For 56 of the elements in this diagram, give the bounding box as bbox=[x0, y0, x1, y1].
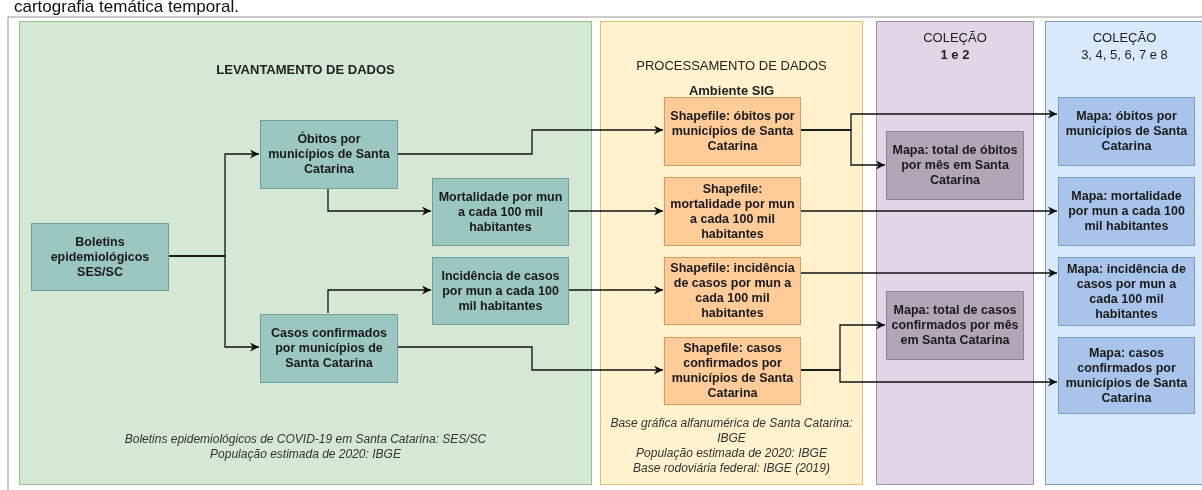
connector-arrow bbox=[327, 285, 432, 314]
box-text: Boletins epidemiológicos SES/SC bbox=[49, 234, 151, 280]
process-box bbox=[886, 131, 1024, 200]
connector-arrow bbox=[567, 206, 664, 216]
section-heading: PROCESSAMENTO DE DADOS bbox=[635, 58, 828, 73]
section-heading: COLEÇÃO bbox=[922, 30, 988, 45]
connector-arrow bbox=[799, 268, 1058, 278]
process-box bbox=[1058, 177, 1195, 246]
connector-arrow bbox=[396, 346, 664, 375]
box-text: Shapefile: casos confirmados por municípios de Santa Catarina bbox=[670, 341, 795, 401]
box-text: Shapefile: mortalidade por mun a cada 100 mil habitantes bbox=[669, 181, 796, 242]
connector-arrow bbox=[167, 255, 260, 352]
section-panel bbox=[600, 21, 863, 485]
connector-arrow bbox=[327, 187, 432, 216]
box-text: Shapefile: óbitos por municípios de Santa Catarina bbox=[669, 109, 796, 154]
connector-arrow bbox=[799, 206, 1058, 216]
box-text: Incidência de casos por mun a cada 100 mil habitantes bbox=[440, 268, 561, 314]
connector-arrow bbox=[799, 129, 886, 170]
caption-text: cartografia temática temporal. bbox=[14, 0, 239, 17]
box-text: Mapa: total de casos confirmados por mês em Santa Catarina bbox=[890, 303, 1020, 348]
box-text: Shapefile: incidência de casos por mun a cada 100 mil habitantes bbox=[669, 261, 796, 321]
connector-arrow bbox=[567, 285, 664, 295]
source-note: Boletins epidemiológicos de COVID-19 em Santa Catarina: SES/SC bbox=[124, 432, 487, 447]
process-box bbox=[1058, 337, 1195, 414]
section-heading: LEVANTAMENTO DE DADOS bbox=[215, 62, 396, 77]
box-text: Óbitos por municípios de Santa Catarina bbox=[267, 132, 391, 177]
process-box bbox=[664, 337, 801, 405]
process-box bbox=[1058, 97, 1195, 166]
source-note: População estimada de 2020: IBGE bbox=[210, 447, 401, 462]
process-box bbox=[664, 97, 801, 166]
process-box bbox=[432, 257, 569, 325]
connector-arrow bbox=[799, 369, 1058, 387]
process-box bbox=[260, 314, 398, 383]
process-box bbox=[886, 291, 1024, 360]
box-text: Mapa: mortalidade por mun a cada 100 mil habitantes bbox=[1067, 189, 1186, 234]
box-text: Mapa: óbitos por municípios de Santa Catarina bbox=[1064, 109, 1189, 154]
box-text: Mapa: total de óbitos por mês em Santa Catarina bbox=[891, 143, 1019, 188]
source-note: Base rodoviária federal: IBGE (2019) bbox=[633, 461, 830, 476]
section-subheading: 1 e 2 bbox=[939, 47, 971, 62]
section-panel bbox=[876, 21, 1034, 485]
process-box bbox=[260, 120, 398, 189]
process-box bbox=[31, 223, 169, 291]
source-note: Base gráfica alfanumérica de Santa Catarina: IBGE bbox=[609, 416, 854, 446]
section-heading: COLEÇÃO bbox=[1091, 30, 1158, 45]
section-subheading: Ambiente SIG bbox=[687, 83, 776, 98]
connector-arrow bbox=[396, 125, 664, 155]
section-panel bbox=[1045, 21, 1202, 485]
section-panel bbox=[19, 21, 592, 485]
process-box bbox=[1058, 257, 1195, 326]
source-note: População estimada de 2020: IBGE bbox=[636, 446, 827, 461]
process-box bbox=[432, 178, 569, 246]
box-text: Mortalidade por mun a cada 100 mil habitantes bbox=[437, 189, 564, 235]
box-text: Mapa: casos confirmados por municípios de Santa Catarina bbox=[1064, 345, 1189, 406]
box-text: Mapa: incidência de casos por mun a cada 100 mil habitantes bbox=[1066, 261, 1187, 322]
section-subheading: 3, 4, 5, 6, 7 e 8 bbox=[1080, 47, 1169, 62]
box-text: Casos confirmados por municípios de Santa Catarina bbox=[270, 326, 388, 371]
